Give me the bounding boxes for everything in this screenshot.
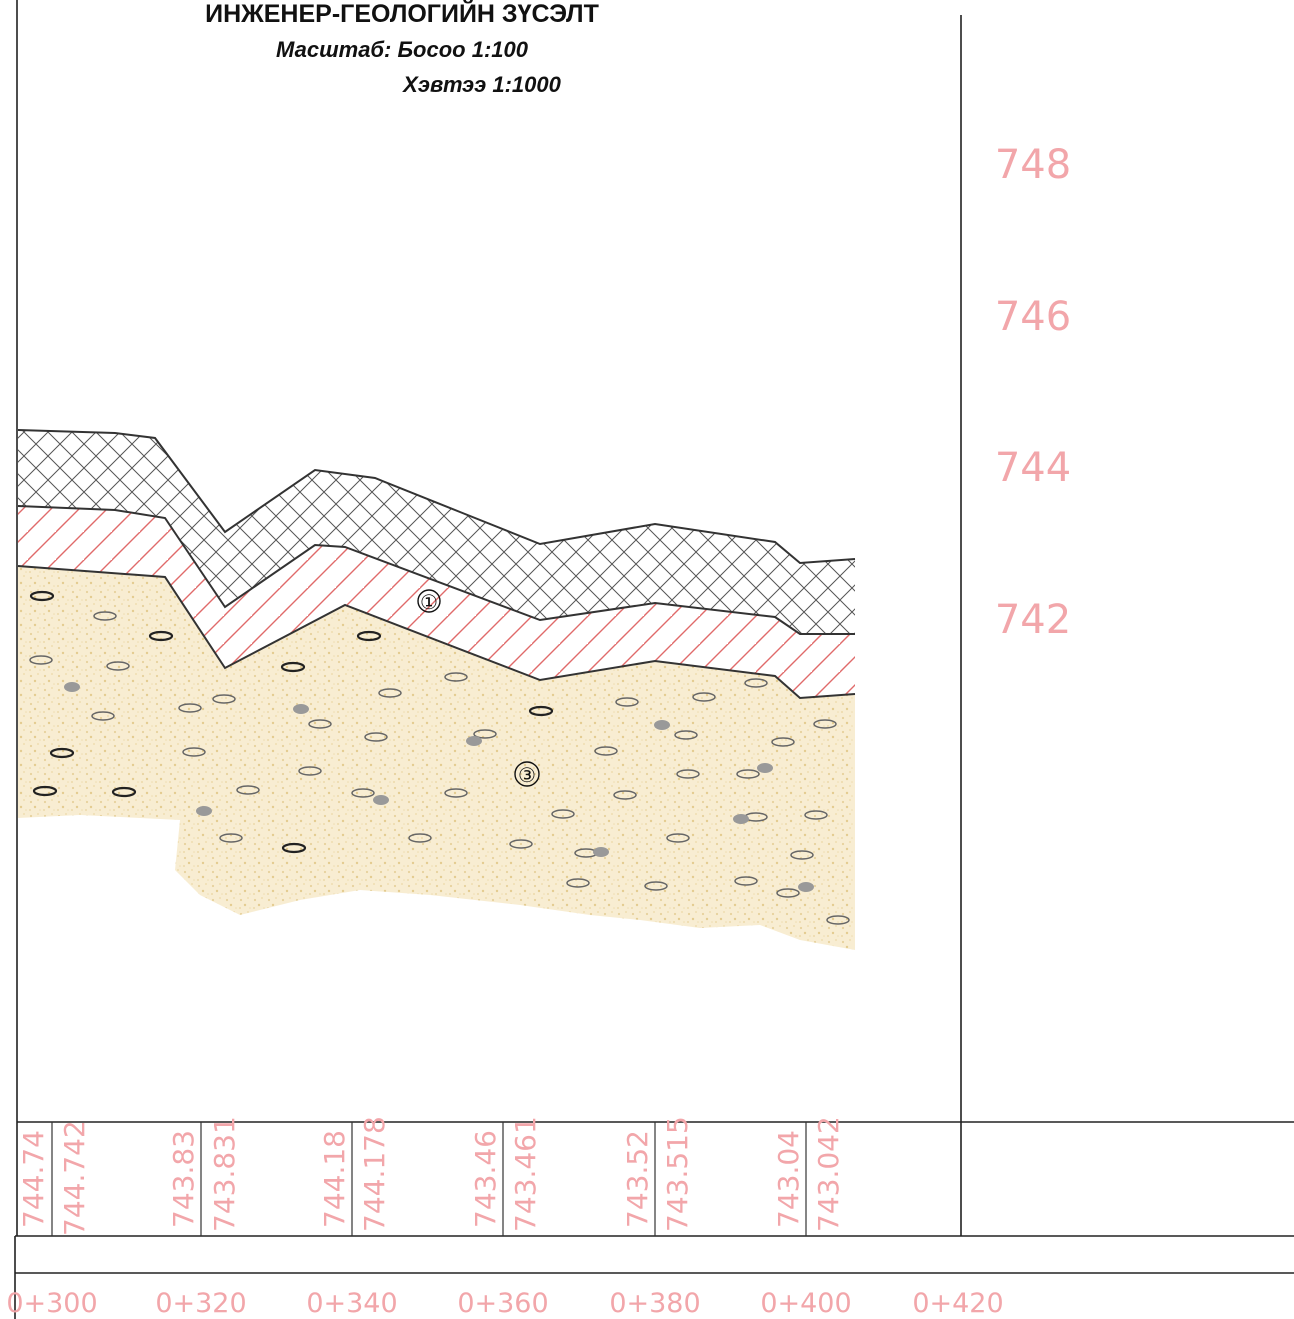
level-value: 744.74 <box>17 1130 50 1228</box>
gravel-symbols <box>64 682 814 892</box>
chainage-label: 0+300 <box>6 1288 97 1319</box>
svg-text:③: ③ <box>518 763 536 787</box>
level-value: 743.83 <box>167 1130 200 1228</box>
level-table-separators <box>51 1122 807 1236</box>
level-value: 744.178 <box>358 1116 391 1232</box>
level-value: 743.042 <box>812 1116 845 1232</box>
level-value: 744.742 <box>58 1120 91 1236</box>
layer-marker-3: ③ <box>514 761 540 787</box>
chainage-label: 0+320 <box>155 1288 246 1319</box>
elevation-label: 746 <box>995 294 1071 340</box>
level-value: 743.04 <box>772 1130 805 1228</box>
chainage-row: 0+300 0+320 0+340 0+360 0+380 0+400 0+42… <box>6 1288 1003 1319</box>
layer-2-bottom-line <box>17 565 856 700</box>
horizontal-scale-label: Хэвтээ 1:1000 <box>401 72 561 97</box>
vertical-scale-label: Масштаб: Босоо 1:100 <box>276 37 529 62</box>
level-value: 743.461 <box>509 1116 542 1232</box>
chainage-label: 0+400 <box>760 1288 851 1319</box>
layer-1-bottom-line <box>17 505 855 635</box>
level-values-row: 744.74 744.742 743.83 743.831 744.18 744… <box>17 1116 845 1236</box>
elevation-label: 744 <box>995 445 1071 491</box>
ground-surface-line <box>17 429 856 565</box>
elevation-label: 748 <box>995 142 1071 188</box>
level-value: 743.52 <box>621 1130 654 1228</box>
layer-marker-1: ① <box>417 589 441 614</box>
drawing-title: ИНЖЕНЕР-ГЕОЛОГИЙН ЗҮСЭЛТ <box>205 0 599 28</box>
chainage-label: 0+360 <box>457 1288 548 1319</box>
elevation-label: 742 <box>995 597 1071 643</box>
chainage-label: 0+340 <box>306 1288 397 1319</box>
level-value: 743.831 <box>208 1116 241 1232</box>
chainage-label: 0+380 <box>609 1288 700 1319</box>
svg-text:①: ① <box>420 590 438 614</box>
soil-layer-2-hatched <box>18 506 855 698</box>
level-value: 743.46 <box>469 1130 502 1228</box>
chainage-label: 0+420 <box>912 1288 1003 1319</box>
level-value: 744.18 <box>318 1130 351 1228</box>
pebble-symbols <box>29 590 850 925</box>
soil-layer-1-crosshatch <box>18 430 855 634</box>
level-value: 743.515 <box>661 1116 694 1232</box>
soil-layer-3-sand <box>18 566 855 950</box>
elevation-scale: 748 746 744 742 <box>995 142 1071 643</box>
